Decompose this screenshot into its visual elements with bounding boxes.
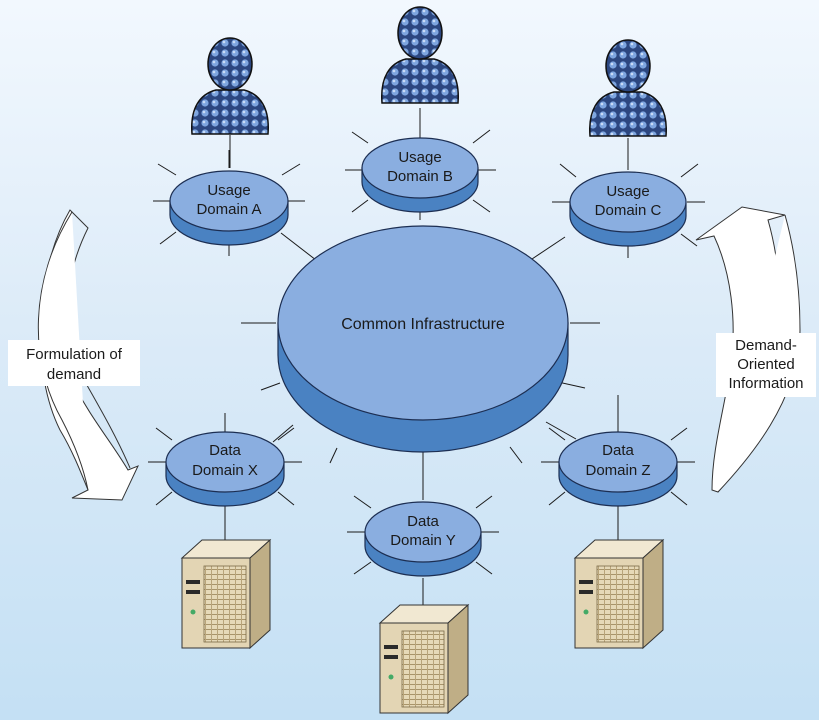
data-domain-y-line2: Domain Y <box>390 532 456 549</box>
server-icon <box>180 538 272 650</box>
data-domain-y-line1: Data <box>407 513 439 530</box>
data-domain-x-line1: Data <box>209 442 241 459</box>
information-label-bg <box>716 333 816 397</box>
user-icon <box>589 39 667 137</box>
user-icon <box>191 37 269 135</box>
data-domain-x: Data Domain X <box>148 413 302 507</box>
formulation-label-line1: Formulation of <box>26 346 123 363</box>
formulation-label-bg <box>8 340 140 386</box>
server-icon <box>573 538 665 650</box>
information-label-line3: Information <box>728 375 803 392</box>
usage-domain-b-line1: Usage <box>398 149 441 166</box>
usage-domain-c-line1: Usage <box>606 183 649 200</box>
server-icon <box>378 603 470 715</box>
usage-domain-c: Usage Domain C <box>552 155 705 258</box>
data-domain-z: Data Domain Z <box>541 395 695 507</box>
data-domain-z-line1: Data <box>602 442 634 459</box>
user-icon <box>381 6 459 104</box>
data-domain-x-line2: Domain X <box>192 462 258 479</box>
data-domain-y: Data Domain Y <box>347 495 499 577</box>
usage-domain-a: Usage Domain A <box>153 150 305 256</box>
information-label-line2: Oriented <box>737 356 795 373</box>
usage-domain-b-line2: Domain B <box>387 168 453 185</box>
information-label-line1: Demand- <box>735 337 797 354</box>
data-domain-z-line2: Domain Z <box>585 462 650 479</box>
usage-domain-a-line1: Usage <box>207 182 250 199</box>
usage-domain-a-line2: Domain A <box>196 201 261 218</box>
hub-label: Common Infrastructure <box>341 316 505 333</box>
usage-domain-c-line2: Domain C <box>595 202 662 219</box>
common-infrastructure-disk: Common Infrastructure <box>277 225 569 453</box>
formulation-label-line2: demand <box>47 366 101 383</box>
usage-domain-b: Usage Domain B <box>345 129 496 213</box>
